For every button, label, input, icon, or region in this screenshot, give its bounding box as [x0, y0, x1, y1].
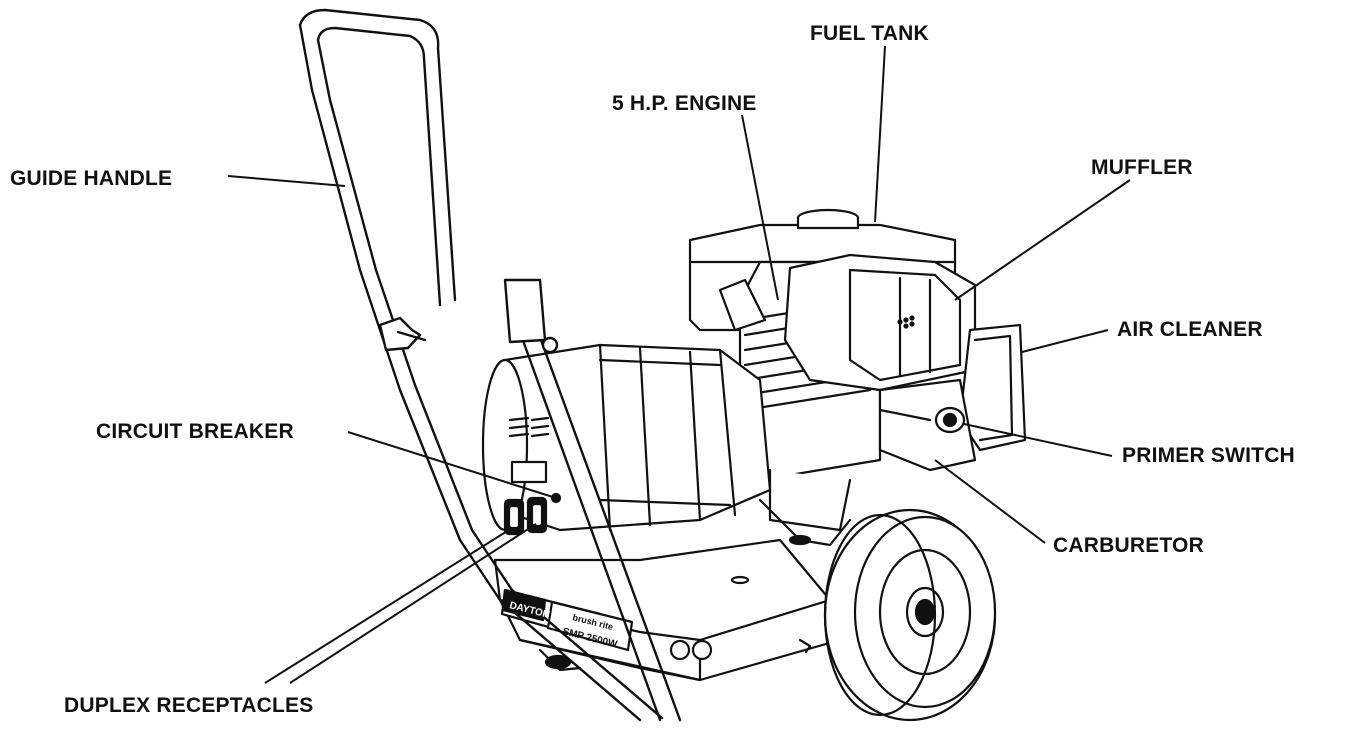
leader-lines: [227, 45, 1131, 684]
generator-housing: [481, 343, 772, 532]
guide-handle: [298, 8, 682, 722]
leader-circuit-breaker: [347, 431, 557, 499]
label-fuel-tank: FUEL TANK: [810, 22, 929, 45]
leader-air-cleaner: [1021, 329, 1109, 353]
label-air-cleaner: AIR CLEANER: [1117, 318, 1263, 341]
label-duplex-receptacles: DUPLEX RECEPTACLES: [64, 694, 313, 717]
label-muffler: MUFFLER: [1091, 156, 1193, 179]
leader-fuel-tank: [874, 45, 886, 223]
callout-labels: FUEL TANK 5 H.P. ENGINE MUFFLER GUIDE HA…: [10, 22, 1295, 717]
leader-primer-switch: [963, 423, 1113, 457]
support-bracket: [718, 278, 767, 332]
label-carburetor: CARBURETOR: [1053, 534, 1204, 557]
leader-duplex-1: [264, 527, 513, 684]
label-circuit-breaker: CIRCUIT BREAKER: [96, 420, 294, 443]
leader-engine: [741, 114, 779, 301]
duplex-receptacles: [503, 492, 562, 536]
label-engine: 5 H.P. ENGINE: [612, 92, 757, 115]
wheel: [823, 508, 997, 722]
label-guide-handle: GUIDE HANDLE: [10, 167, 172, 190]
leader-muffler: [954, 179, 1131, 301]
leader-duplex-2: [289, 523, 537, 684]
base-fasteners: [730, 534, 812, 654]
label-primer-switch: PRIMER SWITCH: [1122, 444, 1295, 467]
leader-carburetor: [934, 459, 1046, 544]
leader-guide-handle: [227, 175, 346, 187]
muffler: [783, 253, 977, 392]
base-frame: [493, 538, 842, 682]
carburetor-assembly: [878, 378, 977, 472]
generator-illustration: [298, 8, 1027, 722]
